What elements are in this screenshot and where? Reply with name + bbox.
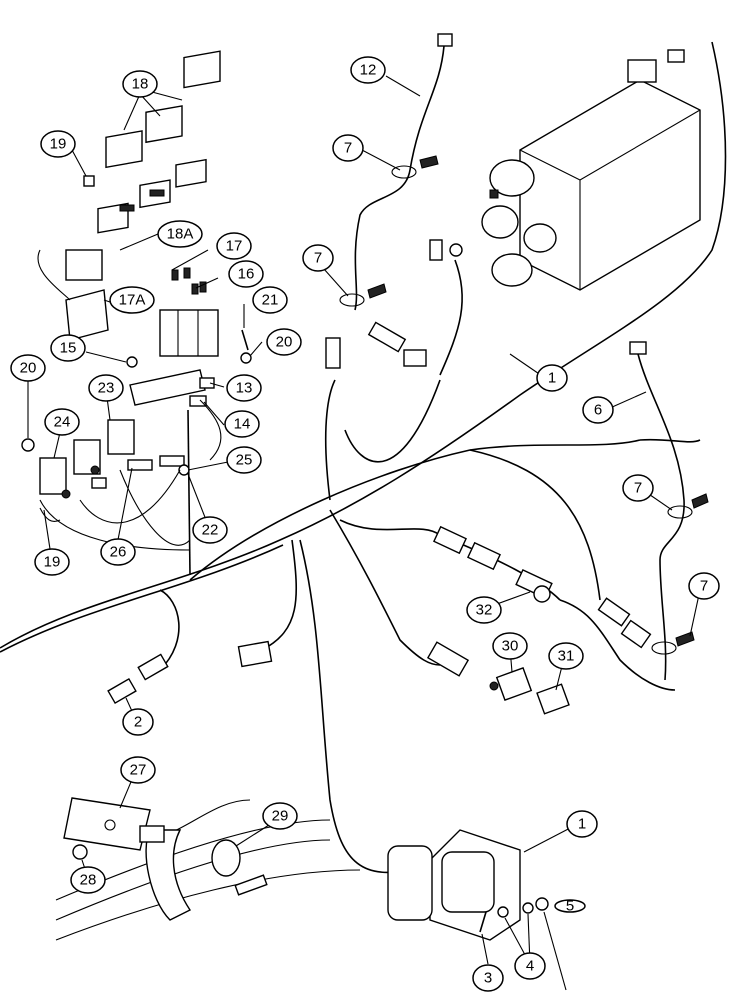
callout-20-left-label: 20 [20, 360, 37, 377]
callout-16-label: 16 [238, 266, 255, 283]
callout-17a-label: 17A [119, 292, 146, 309]
lower-assembly [55, 797, 549, 941]
callout-25-label: 25 [236, 452, 253, 469]
callout-19-top-label: 19 [50, 136, 67, 153]
callout-6: 6 [582, 396, 614, 424]
callout-1-housing-label: 1 [578, 816, 586, 833]
callout-27-label: 27 [130, 762, 147, 779]
callout-4-label: 4 [526, 958, 534, 975]
callout-2-label: 2 [134, 714, 142, 731]
callout-13-label: 13 [236, 380, 253, 397]
callout-31: 31 [548, 642, 584, 670]
callout-7-right-label: 7 [634, 480, 642, 497]
callout-19-bottom-label: 19 [44, 554, 61, 571]
callout-19-top: 19 [40, 130, 76, 158]
callout-12-label: 12 [360, 62, 377, 79]
callout-25: 25 [226, 446, 262, 474]
callout-7-lower-right: 7 [688, 572, 720, 600]
callout-26: 26 [100, 538, 136, 566]
callout-14: 14 [224, 410, 260, 438]
callout-29-label: 29 [272, 808, 289, 825]
callout-3: 3 [472, 964, 504, 992]
leader-lines [27, 75, 701, 991]
sensor-lead-6 [597, 341, 709, 681]
callouts: 18 19 18A 17 16 17A 21 15 20 20 13 23 14… [10, 56, 720, 992]
callout-24: 24 [44, 408, 80, 436]
callout-18a: 18A [157, 220, 203, 248]
callout-15-label: 15 [60, 340, 77, 357]
callout-1-harness-label: 1 [548, 370, 556, 387]
callout-5-label: 5 [566, 898, 574, 915]
callout-29: 29 [262, 802, 298, 830]
callout-24-label: 24 [54, 414, 71, 431]
callout-5: 5 [554, 898, 586, 915]
callout-16: 16 [228, 260, 264, 288]
callout-20-right-label: 20 [276, 334, 293, 351]
callout-7-right: 7 [622, 474, 654, 502]
callout-7-mid-label: 7 [314, 250, 322, 267]
callout-12: 12 [350, 56, 386, 84]
callout-22: 22 [192, 516, 228, 544]
callout-7-top: 7 [332, 134, 364, 162]
callout-21: 21 [252, 286, 288, 314]
callout-23: 23 [88, 374, 124, 402]
callout-20-right: 20 [266, 328, 302, 356]
callout-18: 18 [122, 70, 158, 98]
callout-4: 4 [514, 952, 546, 980]
callout-20-left: 20 [10, 354, 46, 382]
callout-15: 15 [50, 334, 86, 362]
callout-7-top-label: 7 [344, 140, 352, 157]
callout-13: 13 [226, 374, 262, 402]
callout-6-label: 6 [594, 402, 602, 419]
sensor-lead-12 [325, 33, 463, 369]
callout-14-label: 14 [234, 416, 251, 433]
callout-28-label: 28 [80, 872, 97, 889]
callout-32: 32 [466, 596, 502, 624]
callout-2: 2 [122, 708, 154, 736]
callout-31-label: 31 [558, 648, 575, 665]
control-valve [481, 49, 701, 291]
callout-21-label: 21 [262, 292, 279, 309]
callout-30-label: 30 [502, 638, 519, 655]
center-connectors [107, 525, 570, 715]
relay-cluster [21, 50, 252, 551]
callout-30: 30 [492, 632, 528, 660]
callout-18-label: 18 [132, 76, 149, 93]
callout-18a-label: 18A [167, 226, 194, 243]
callout-1-housing: 1 [566, 810, 598, 838]
main-harness [0, 41, 727, 874]
callout-27: 27 [120, 756, 156, 784]
callout-7-lower-right-label: 7 [700, 578, 708, 595]
callout-1-harness: 1 [536, 364, 568, 392]
callout-28: 28 [70, 866, 106, 894]
callout-26-label: 26 [110, 544, 127, 561]
callout-17: 17 [216, 232, 252, 260]
callout-17-label: 17 [226, 238, 243, 255]
callout-22-label: 22 [202, 522, 219, 539]
callout-3-label: 3 [484, 970, 492, 987]
callout-19-bottom: 19 [34, 548, 70, 576]
callout-32-label: 32 [476, 602, 493, 619]
callout-7-mid: 7 [302, 244, 334, 272]
callout-17a: 17A [109, 286, 155, 314]
callout-23-label: 23 [98, 380, 115, 397]
